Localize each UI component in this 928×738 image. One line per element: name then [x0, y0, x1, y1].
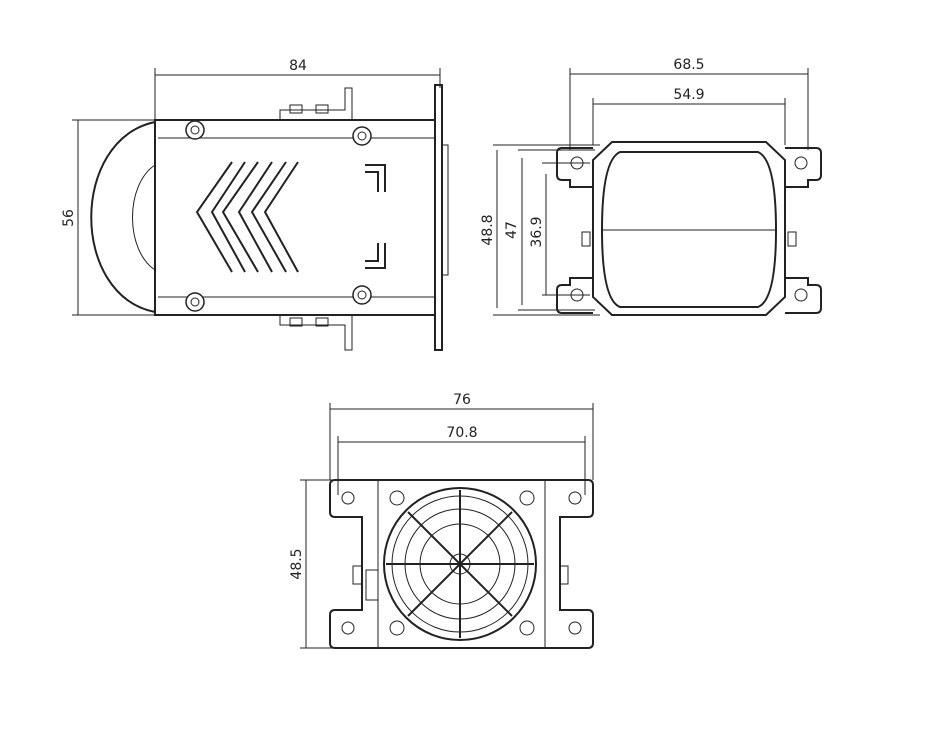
lens: [600, 151, 778, 308]
rear-view: 76 70.8 48.5: [289, 392, 594, 649]
dimension-70-8-label: 70.8: [446, 425, 477, 441]
lens-dome: [90, 121, 156, 313]
back-plate: [329, 479, 594, 649]
housing-body: [154, 119, 436, 316]
dimension-76-label: 76: [453, 392, 471, 408]
lens-frame: [592, 141, 786, 316]
front-view: 68.5 54.9 48.8 47 36.9: [480, 57, 822, 316]
dimension-48-5-label: 48.5: [289, 548, 305, 579]
screw-icon: [185, 120, 372, 312]
mounting-ears: [556, 147, 822, 314]
chevron-vents: [195, 161, 299, 273]
side-view: 84 56: [61, 58, 449, 351]
screw-icon: [341, 490, 582, 636]
fan-icon: [383, 487, 537, 641]
dimension-48-8-label: 48.8: [480, 214, 496, 245]
dimension-54-9-label: 54.9: [673, 87, 704, 103]
mounting-flange: [434, 84, 443, 351]
dimension-47-label: 47: [504, 221, 520, 239]
dimension-56-label: 56: [61, 209, 77, 227]
dimension-68-5-label: 68.5: [673, 57, 704, 73]
dimension-36-9-label: 36.9: [529, 216, 545, 247]
dimension-84-label: 84: [289, 58, 307, 74]
